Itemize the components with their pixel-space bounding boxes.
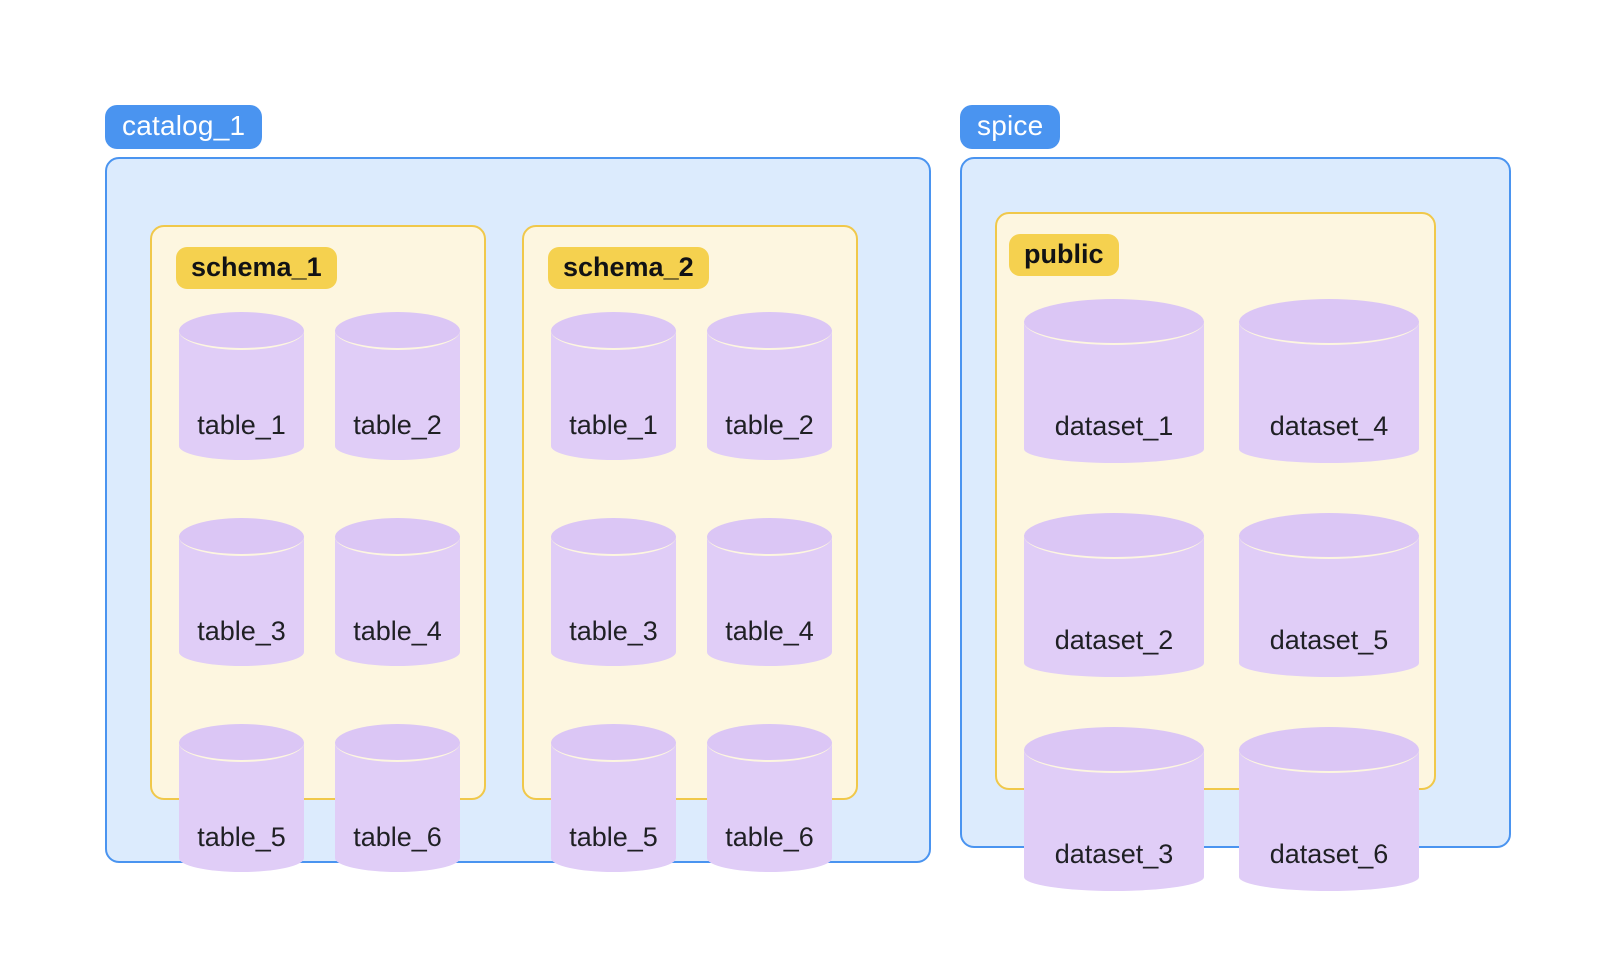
cylinder-top-ellipse (179, 518, 304, 556)
cylinder-label: table_2 (725, 410, 814, 440)
cylinder-label: table_4 (725, 616, 814, 646)
cylinder-top-ellipse (335, 724, 460, 762)
cylinder-top-ellipse (1239, 727, 1419, 773)
cylinder-top-ellipse (1239, 513, 1419, 559)
group-pill-catalog_1: catalog_1 (105, 105, 263, 150)
cylinder-top-ellipse (1024, 299, 1204, 345)
cylinder-label: table_4 (353, 616, 442, 646)
cylinder-top-ellipse (335, 518, 460, 556)
cylinder-top-ellipse (335, 312, 460, 350)
schema-pill-schema_1-0: schema_1 (176, 247, 337, 290)
cylinder-label: table_6 (353, 822, 442, 852)
cylinder-body (707, 536, 832, 666)
cylinder-table_3-0-1-2: table_3 (551, 518, 676, 666)
cylinder-table_4-0-0-3: table_4 (335, 518, 460, 666)
cylinder-label: table_3 (197, 616, 286, 646)
cylinder-label: table_6 (725, 822, 814, 852)
cylinder-label: table_1 (197, 410, 286, 440)
cylinder-body (335, 742, 460, 872)
cylinder-body (707, 742, 832, 872)
cylinder-table_5-0-0-4: table_5 (179, 724, 304, 872)
cylinder-label: dataset_2 (1054, 625, 1174, 655)
cylinder-table_1-0-1-0: table_1 (551, 312, 676, 460)
schema-pill-schema_2-0: schema_2 (548, 247, 709, 290)
cylinder-body (551, 536, 676, 666)
cylinder-dataset_6-1-0-5: dataset_6 (1239, 727, 1419, 891)
cylinder-body (707, 330, 832, 460)
cylinder-table_3-0-0-2: table_3 (179, 518, 304, 666)
cylinder-table_5-0-1-4: table_5 (551, 724, 676, 872)
cylinder-dataset_5-1-0-3: dataset_5 (1239, 513, 1419, 677)
cylinder-top-ellipse (707, 312, 832, 350)
cylinder-dataset_2-1-0-2: dataset_2 (1024, 513, 1204, 677)
cylinder-label: table_1 (569, 410, 658, 440)
cylinder-body (551, 742, 676, 872)
cylinder-label: dataset_6 (1269, 839, 1389, 869)
schema-pill-public-1: public (1009, 234, 1119, 277)
cylinder-body (179, 536, 304, 666)
cylinder-label: dataset_4 (1269, 411, 1389, 441)
cylinder-top-ellipse (551, 518, 676, 556)
cylinder-dataset_4-1-0-1: dataset_4 (1239, 299, 1419, 463)
cylinder-label: table_5 (197, 822, 286, 852)
cylinder-table_4-0-1-3: table_4 (707, 518, 832, 666)
cylinder-table_6-0-0-5: table_6 (335, 724, 460, 872)
cylinder-top-ellipse (551, 724, 676, 762)
cylinder-body (335, 330, 460, 460)
cylinder-body (551, 330, 676, 460)
cylinder-label: table_5 (569, 822, 658, 852)
cylinder-table_1-0-0-0: table_1 (179, 312, 304, 460)
cylinder-top-ellipse (1024, 727, 1204, 773)
cylinder-body (179, 742, 304, 872)
cylinder-top-ellipse (179, 724, 304, 762)
group-pill-spice: spice (960, 105, 1061, 150)
cylinder-table_6-0-1-5: table_6 (707, 724, 832, 872)
cylinder-label: table_3 (569, 616, 658, 646)
cylinder-dataset_1-1-0-0: dataset_1 (1024, 299, 1204, 463)
cylinder-table_2-0-1-1: table_2 (707, 312, 832, 460)
cylinder-top-ellipse (1239, 299, 1419, 345)
cylinder-top-ellipse (551, 312, 676, 350)
cylinder-dataset_3-1-0-4: dataset_3 (1024, 727, 1204, 891)
cylinder-label: dataset_5 (1269, 625, 1389, 655)
cylinder-label: dataset_3 (1054, 839, 1174, 869)
cylinder-body (179, 330, 304, 460)
cylinder-top-ellipse (707, 518, 832, 556)
cylinder-body (335, 536, 460, 666)
cylinder-label: dataset_1 (1054, 411, 1174, 441)
cylinder-label: table_2 (353, 410, 442, 440)
cylinder-top-ellipse (179, 312, 304, 350)
cylinder-top-ellipse (1024, 513, 1204, 559)
cylinder-top-ellipse (707, 724, 832, 762)
cylinder-table_2-0-0-1: table_2 (335, 312, 460, 460)
